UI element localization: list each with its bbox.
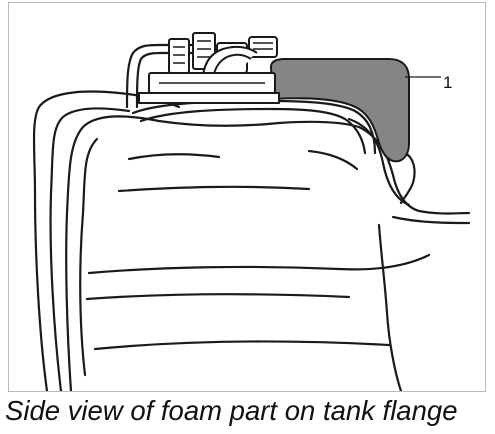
tank-right-shoulder [347,117,411,207]
tank-fold-line [117,185,311,193]
tank-fold-line [127,153,221,161]
tank-right-surface [377,223,403,391]
pipe-outer [125,43,211,109]
pipe-lower [131,99,377,155]
tank-outline [32,90,181,391]
tank-inner-contour [79,137,99,377]
pipe-inner [135,51,211,109]
tank-drawing [32,32,471,391]
callout-number: 1 [443,73,453,92]
tank-left-rim [49,107,131,391]
tank-fold-line [87,253,431,275]
tank-inner-body [65,115,361,391]
tank-fold-line [85,293,351,301]
connector-detail [253,42,273,50]
connector-detail [173,46,185,64]
tank-fold-line [93,340,391,351]
tank-flange-edge [391,215,471,225]
foam-part [269,58,410,163]
figure-caption: Side view of foam part on tank flange [5,395,458,426]
tank-right-rim [399,151,416,205]
flange-base [138,92,280,104]
pipe-lower-inner [139,107,367,155]
connector-body [168,38,190,74]
technical-illustration [8,2,486,392]
connector-detail [197,40,211,58]
tank-fold-line [307,149,359,171]
